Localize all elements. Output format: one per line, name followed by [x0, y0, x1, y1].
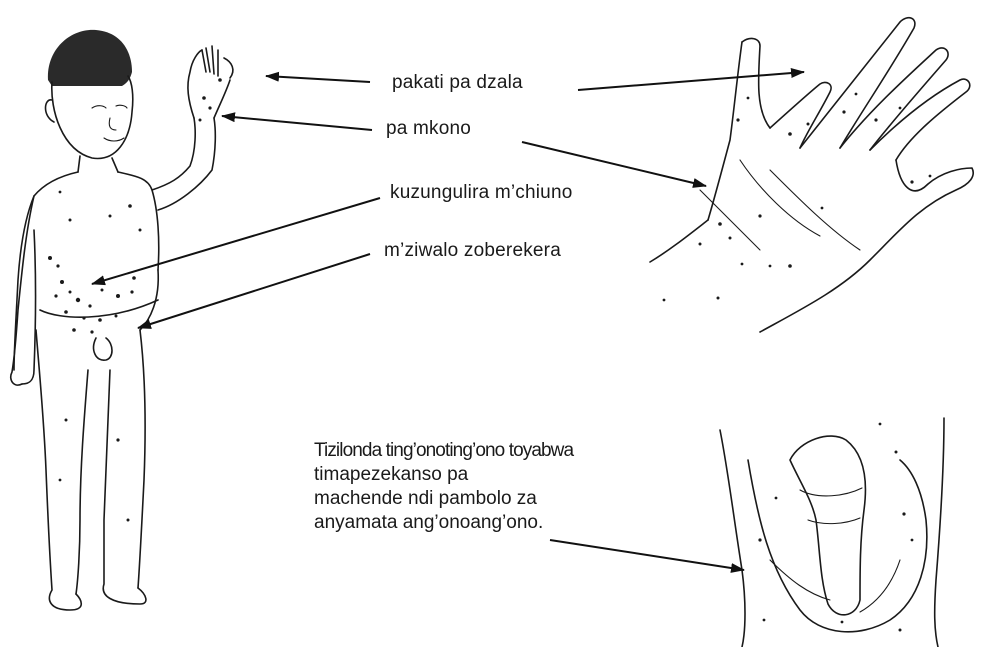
note-line-2: timapezekanso pa: [314, 463, 644, 487]
arrow-to-genitals-closeup: [550, 540, 744, 570]
label-wrist: pa mkono: [386, 118, 471, 140]
label-between-fingers: pakati pa dzala: [392, 72, 523, 94]
note-line-1: Tizilonda ting’onoting’ono toyabwa: [314, 439, 644, 463]
label-waist: kuzungulira m’chiuno: [390, 182, 573, 204]
note-paragraph: Tizilonda ting’onoting’ono toyabwa timap…: [314, 439, 644, 535]
boy-figure: [11, 30, 233, 610]
note-line-4: anyamata ang’onoang’ono.: [314, 511, 644, 535]
arrow-to-boy-fingers: [266, 76, 370, 82]
note-line-3: machende ndi pambolo za: [314, 487, 644, 511]
arrow-to-waist: [92, 198, 380, 284]
arrow-to-boy-wrist: [222, 116, 372, 130]
label-genitals: m’ziwalo zoberekera: [384, 240, 561, 262]
genitals-illustration: [720, 418, 944, 647]
hand-illustration: [650, 18, 973, 332]
arrow-to-hand-fingers: [578, 72, 804, 90]
arrow-to-genitals: [138, 254, 370, 328]
arrow-to-hand-wrist: [522, 142, 706, 186]
